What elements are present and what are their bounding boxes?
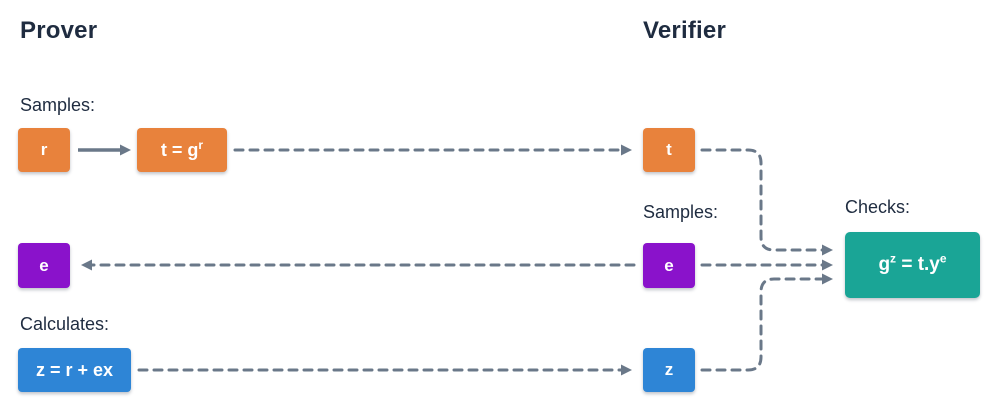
node-r-label: r — [40, 140, 48, 159]
node-t: t — [643, 128, 695, 172]
node-e-prover: e — [18, 243, 70, 288]
prover-samples-label: Samples: — [20, 95, 96, 115]
node-r: r — [18, 128, 70, 172]
node-checks-equation: gz = t.ye — [845, 232, 980, 298]
node-e-prover-label: e — [39, 255, 49, 275]
node-e-verifier: e — [643, 243, 695, 288]
verifier-title: Verifier — [643, 17, 726, 44]
prover-title: Prover — [20, 17, 98, 44]
node-z: z — [643, 348, 695, 392]
node-t-label: t — [666, 140, 672, 159]
checks-label: Checks: — [845, 197, 911, 217]
node-t-expression-label: t = gr — [160, 137, 204, 160]
arrow-z-to-checks — [700, 273, 833, 372]
verifier-samples-label: Samples: — [643, 202, 719, 222]
node-z-label: z — [664, 360, 674, 379]
node-t-expression: t = gr — [137, 128, 227, 172]
node-z-expression: z = r + ex — [18, 348, 131, 392]
prover-calculates-label: Calculates: — [20, 314, 110, 334]
arrow-t-to-checks — [700, 148, 833, 256]
node-e-verifier-label: e — [664, 255, 674, 275]
node-checks-equation-label: gz = t.ye — [878, 251, 947, 275]
node-z-expression-label: z = r + ex — [35, 359, 114, 380]
